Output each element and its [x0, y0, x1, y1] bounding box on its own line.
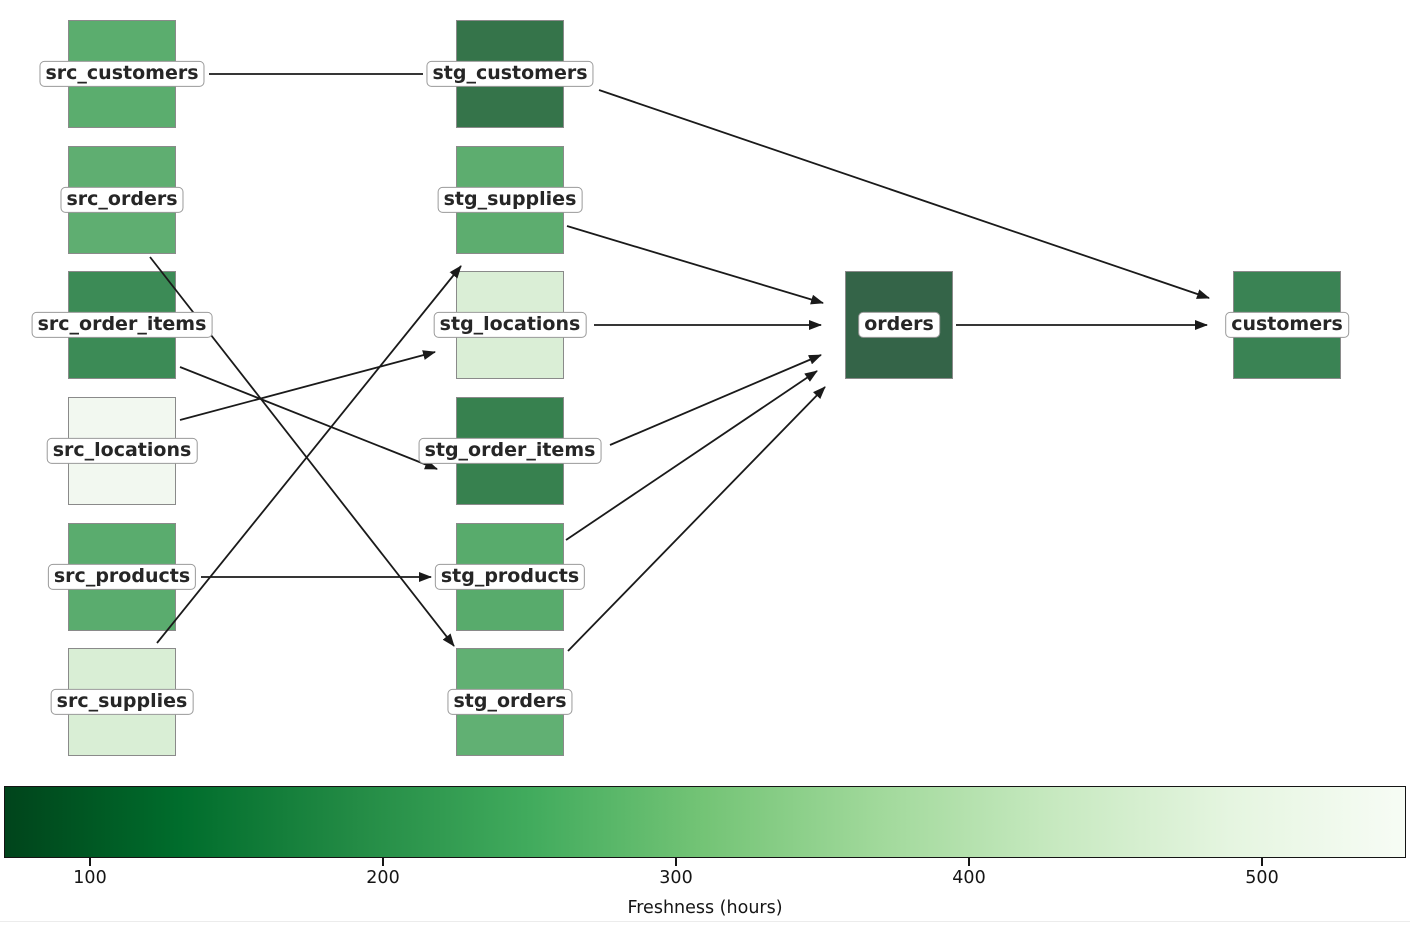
node-label-stg_customers: stg_customers — [426, 60, 594, 88]
colorbar-ticklabel-200: 200 — [366, 868, 400, 888]
colorbar-ticklabel-300: 300 — [659, 868, 693, 888]
edge-src_supplies-to-stg_supplies — [156, 265, 462, 644]
node-label-stg_products: stg_products — [434, 563, 586, 591]
colorbar-tick-500 — [1261, 858, 1263, 866]
node-label-stg_order_items: stg_order_items — [418, 437, 602, 465]
node-label-stg_supplies: stg_supplies — [437, 186, 583, 214]
edge-stg_customers-to-customers — [598, 89, 1210, 299]
node-label-src_supplies: src_supplies — [50, 688, 194, 716]
edge-stg_orders-to-orders — [567, 386, 826, 652]
node-label-src_order_items: src_order_items — [31, 311, 213, 339]
colorbar-ticklabel-100: 100 — [73, 868, 107, 888]
edge-src_locations-to-stg_locations — [179, 350, 436, 421]
figure-bottom-rule — [0, 921, 1410, 922]
colorbar-axis-label: Freshness (hours) — [627, 898, 783, 918]
node-label-stg_locations: stg_locations — [433, 311, 587, 339]
colorbar-tick-400 — [968, 858, 970, 866]
colorbar-tick-200 — [382, 858, 384, 866]
node-label-src_products: src_products — [47, 563, 197, 591]
node-label-src_customers: src_customers — [39, 60, 205, 88]
colorbar-tick-300 — [675, 858, 677, 866]
edge-stg_products-to-orders — [565, 370, 818, 541]
edge-src_order_items-to-stg_order_items — [179, 366, 438, 470]
edge-stg_supplies-to-orders — [566, 225, 824, 305]
node-label-src_locations: src_locations — [46, 437, 198, 465]
node-label-stg_orders: stg_orders — [447, 688, 573, 716]
edge-stg_order_items-to-orders — [609, 354, 822, 446]
colorbar-ticklabel-500: 500 — [1245, 868, 1279, 888]
freshness-colorbar — [4, 786, 1406, 858]
node-label-customers: customers — [1225, 311, 1349, 339]
node-label-orders: orders — [858, 311, 940, 339]
colorbar-ticklabel-400: 400 — [952, 868, 986, 888]
node-label-src_orders: src_orders — [60, 186, 184, 214]
colorbar-tick-100 — [89, 858, 91, 866]
